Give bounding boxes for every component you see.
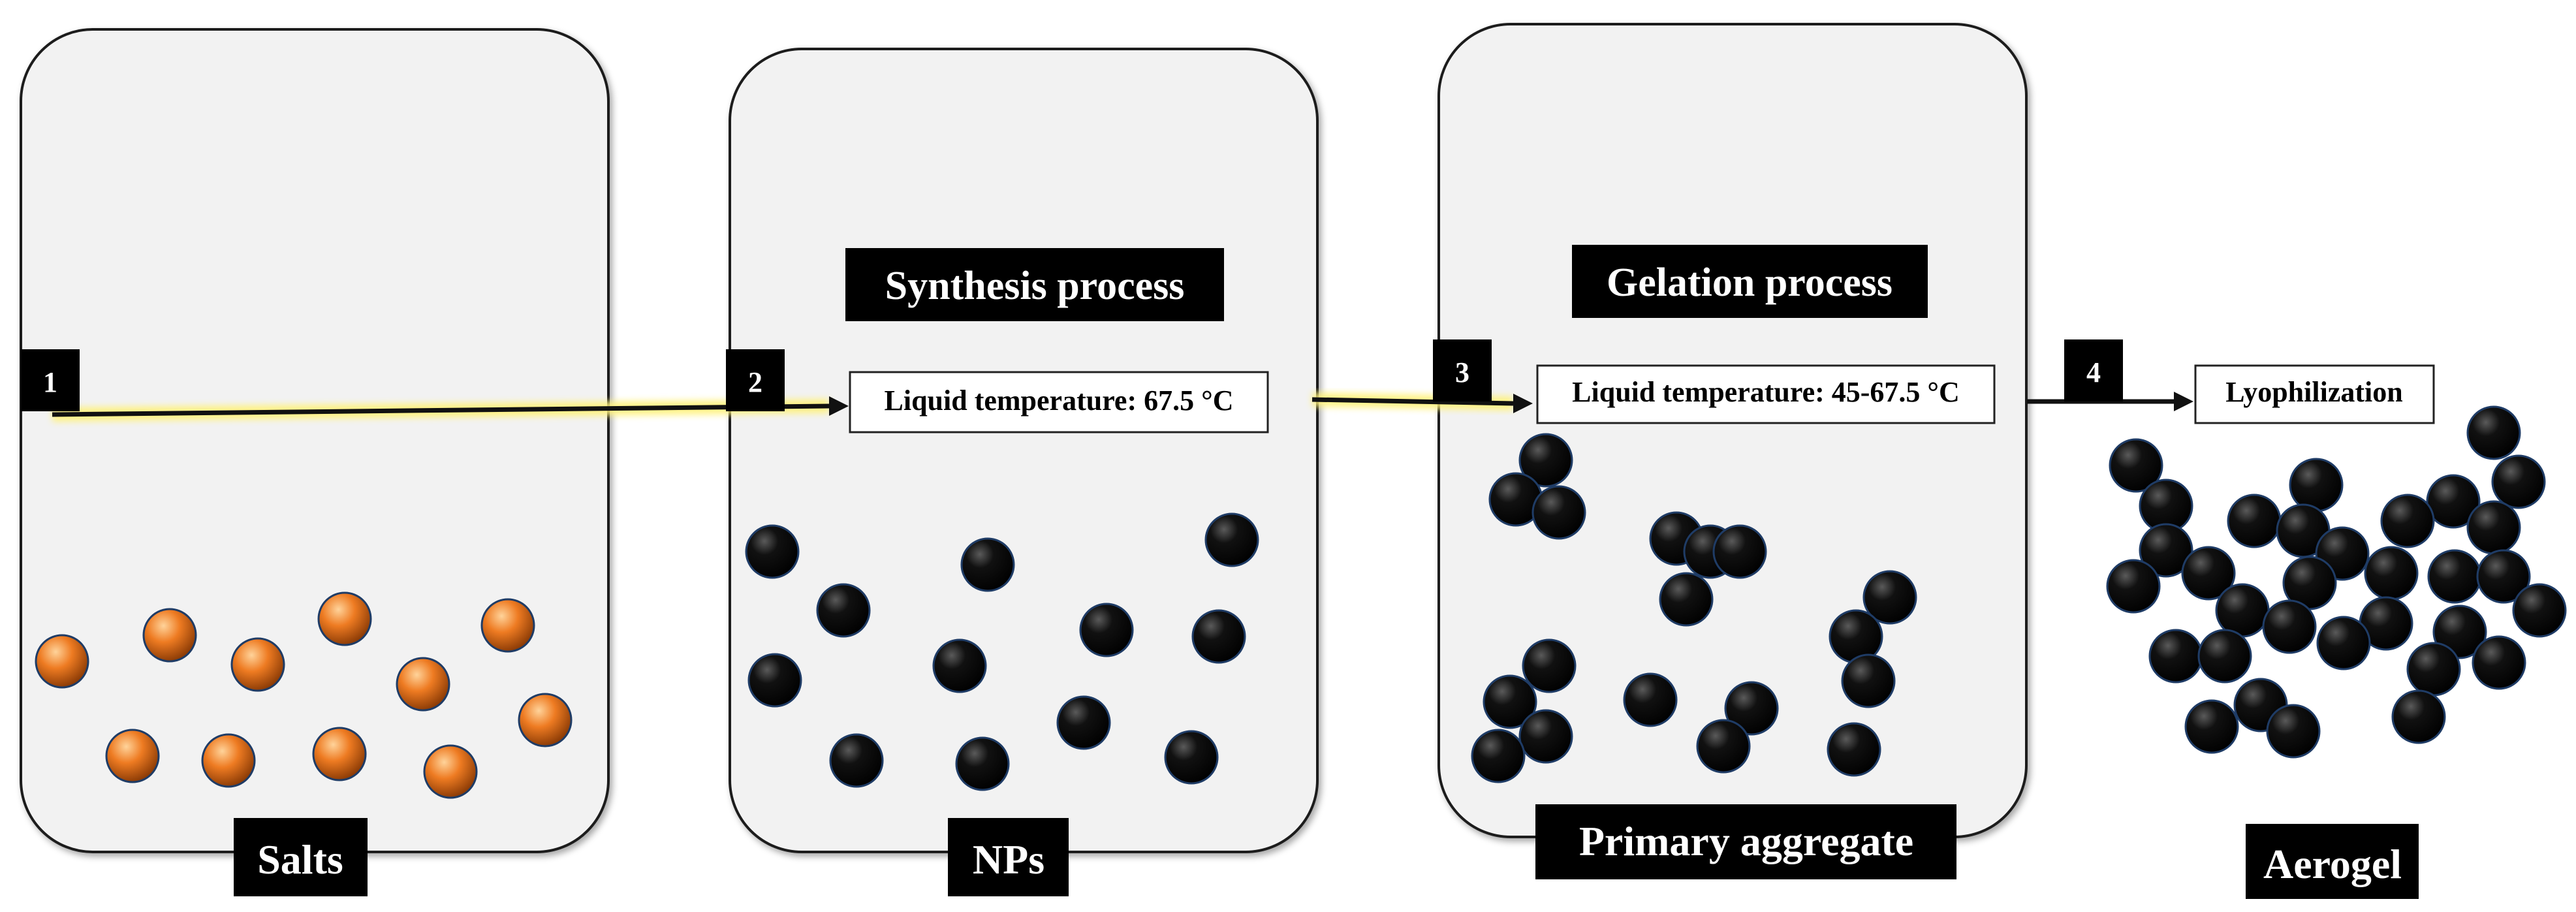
nanoparticle-icon bbox=[1204, 512, 1259, 567]
aerogel-label-box bbox=[2246, 824, 2419, 899]
nps-label: NPs bbox=[973, 836, 1045, 883]
condition-box-4 bbox=[2194, 364, 2435, 424]
nanoparticle-icon bbox=[932, 638, 987, 693]
step-2-number: 2 bbox=[748, 366, 762, 398]
aerogel-particle-icon bbox=[2466, 500, 2521, 555]
salt-particle-icon bbox=[312, 727, 367, 781]
aerogel-particle-icon bbox=[2391, 689, 2446, 744]
primary-aggregate-label: Primary aggregate bbox=[1579, 818, 1913, 864]
aerogel-particle-icon bbox=[2491, 454, 2546, 509]
aerogel-particle-icon bbox=[2262, 599, 2317, 654]
aerogel-particle-icon bbox=[2139, 523, 2193, 578]
nps-container bbox=[729, 48, 1319, 853]
aerogel-particle-icon bbox=[2426, 474, 2481, 529]
nanoparticle-icon bbox=[1191, 609, 1246, 664]
nanoparticle-icon bbox=[829, 733, 884, 788]
aerogel-particle-icon bbox=[2406, 642, 2461, 697]
aerogel-particle-icon bbox=[2427, 549, 2482, 604]
salt-particle-icon bbox=[105, 729, 160, 783]
aggregate-particle-icon bbox=[1518, 709, 1573, 764]
nanoparticle-icon bbox=[955, 736, 1010, 791]
nanoparticle-icon bbox=[960, 537, 1015, 592]
aerogel-particle-icon bbox=[2181, 546, 2236, 601]
aggregate-particle-icon bbox=[1659, 572, 1714, 627]
aerogel-particle-icon bbox=[2184, 699, 2239, 754]
synthesis-process-label: Synthesis process bbox=[885, 264, 1185, 308]
aerogel-particle-icon bbox=[2106, 559, 2161, 614]
salt-particle-icon bbox=[201, 733, 256, 788]
salts-label-box bbox=[234, 818, 368, 896]
condition-box-3 bbox=[1536, 364, 1996, 424]
step-badge-1 bbox=[21, 349, 80, 411]
aggregate-particle-icon bbox=[1696, 719, 1751, 774]
aggregate-particle-icon bbox=[1522, 638, 1577, 693]
aerogel-particle-icon bbox=[2476, 549, 2531, 604]
aggregate-particle-icon bbox=[1531, 485, 1586, 540]
nanoparticle-icon bbox=[1079, 603, 1134, 657]
aerogel-particle-icon bbox=[2289, 458, 2344, 512]
condition-text-3: Liquid temperature: 45-67.5 °C bbox=[1572, 376, 1960, 408]
aggregate-particle-icon bbox=[1841, 653, 1896, 708]
aggregate-particle-icon bbox=[1623, 672, 1678, 727]
aerogel-particle-icon bbox=[2227, 494, 2282, 548]
nanoparticle-icon bbox=[747, 653, 802, 708]
aerogel-particle-icon bbox=[2512, 583, 2567, 638]
aggregate-particle-icon bbox=[1862, 570, 1917, 625]
aerogel-particle-icon bbox=[2364, 546, 2419, 601]
step-4-number: 4 bbox=[2086, 356, 2101, 388]
aerogel-particle-icon bbox=[2197, 629, 2252, 684]
nanoparticle-icon bbox=[816, 583, 871, 638]
aerogel-particle-icon bbox=[2380, 494, 2435, 548]
salt-particle-icon bbox=[480, 598, 535, 653]
salt-particle-icon bbox=[35, 634, 89, 689]
aggregate-particle-icon bbox=[1518, 433, 1573, 488]
step-1-number: 1 bbox=[43, 366, 57, 398]
nps-label-box bbox=[948, 818, 1069, 896]
condition-box-2 bbox=[849, 371, 1269, 433]
aggregate-particle-icon bbox=[1471, 729, 1526, 783]
salt-particle-icon bbox=[396, 657, 450, 712]
nanoparticle-icon bbox=[1164, 730, 1219, 785]
step-badge-3 bbox=[1433, 339, 1492, 401]
salt-particle-icon bbox=[423, 744, 478, 799]
salt-particle-icon bbox=[518, 693, 573, 747]
aggregate-particle-icon bbox=[1724, 681, 1779, 736]
gelation-process-label: Gelation process bbox=[1607, 260, 1893, 305]
salt-particle-icon bbox=[230, 637, 285, 692]
particles bbox=[35, 405, 2567, 799]
salt-particle-icon bbox=[142, 608, 197, 663]
aerogel-particle-icon bbox=[2109, 438, 2163, 493]
primary-aggregate-label-box bbox=[1535, 804, 1956, 879]
condition-text-2: Liquid temperature: 67.5 °C bbox=[885, 385, 1234, 417]
aggregate-particle-icon bbox=[1483, 674, 1537, 729]
nanoparticle-icon bbox=[745, 524, 800, 579]
aerogel-particle-icon bbox=[2466, 405, 2521, 460]
aerogel-particle-icon bbox=[2472, 635, 2526, 690]
step-3-number: 3 bbox=[1455, 356, 1469, 388]
aerogel-label: Aerogel bbox=[2263, 841, 2402, 887]
nanoparticle-icon bbox=[1056, 695, 1111, 750]
step-badge-4 bbox=[2064, 339, 2123, 401]
gelation-process-box bbox=[1572, 245, 1928, 318]
aggregate-particle-icon bbox=[1712, 524, 1767, 579]
aerogel-particle-icon bbox=[2215, 583, 2270, 638]
aggregate-particle-icon bbox=[1827, 722, 1881, 777]
aerogel-particle-icon bbox=[2432, 605, 2487, 659]
aerogel-particle-icon bbox=[2266, 704, 2321, 759]
aerogel-particle-icon bbox=[2316, 616, 2371, 670]
aerogel-particle-icon bbox=[2148, 629, 2203, 684]
salt-particle-icon bbox=[317, 591, 372, 646]
salts-label: Salts bbox=[257, 836, 343, 883]
step-badge-2 bbox=[726, 349, 785, 411]
condition-text-4: Lyophilization bbox=[2225, 376, 2402, 408]
synthesis-process-box bbox=[845, 248, 1224, 321]
